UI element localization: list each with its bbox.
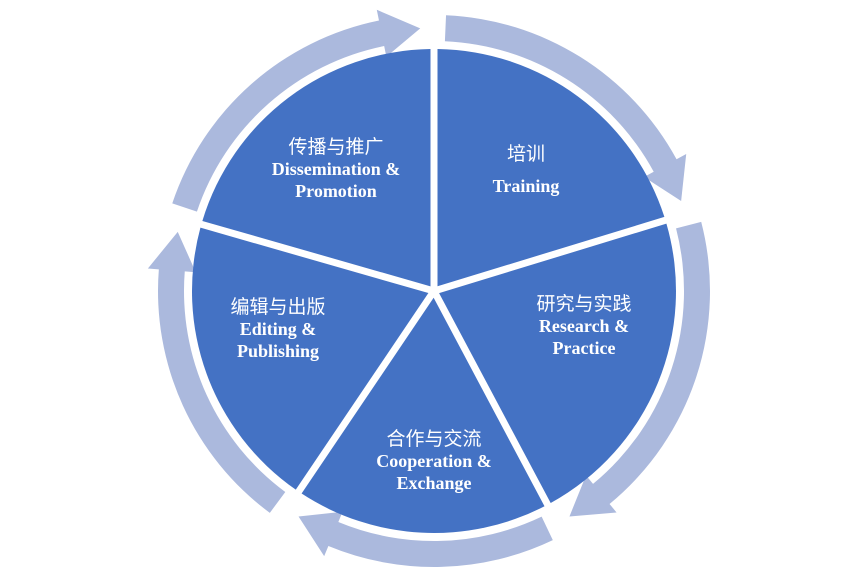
cycle-arrow-1 [444,15,687,202]
label-training-zh: 培训 [507,143,545,165]
pie-segments [191,49,676,533]
cycle-arrow-5 [172,9,421,212]
label-dissemination-promotion-zh: 传播与推广 [288,136,383,158]
label-dissemination-promotion-en-1: Dissemination & [272,159,401,179]
segment-editing-publishing [191,227,429,490]
cycle-arrow-3 [298,511,553,567]
cycle-arrow-2 [569,221,711,517]
label-training-en-1: Training [493,176,560,196]
cycle-arrows [147,9,711,567]
label-editing-publishing-zh: 编辑与出版 [230,296,325,318]
segment-training [437,49,665,287]
label-research-practice-en-1: Research & [539,316,629,336]
label-training: 培训 Training [493,143,560,196]
label-editing-publishing-en-2: Publishing [237,341,319,361]
label-dissemination-promotion-en-2: Promotion [295,181,377,201]
label-cooperation-exchange-en-2: Exchange [396,473,471,493]
segment-dissemination-promotion [202,49,431,287]
segment-research-practice [439,223,676,504]
label-research-practice-en-2: Practice [553,338,616,358]
label-editing-publishing-en-1: Editing & [240,319,317,339]
label-cooperation-exchange-en-1: Cooperation & [376,451,492,471]
cycle-arrow-4 [147,231,286,513]
label-cooperation-exchange-zh: 合作与交流 [386,428,481,450]
segment-cooperation-exchange [301,297,545,533]
label-research-practice-zh: 研究与实践 [536,293,631,315]
